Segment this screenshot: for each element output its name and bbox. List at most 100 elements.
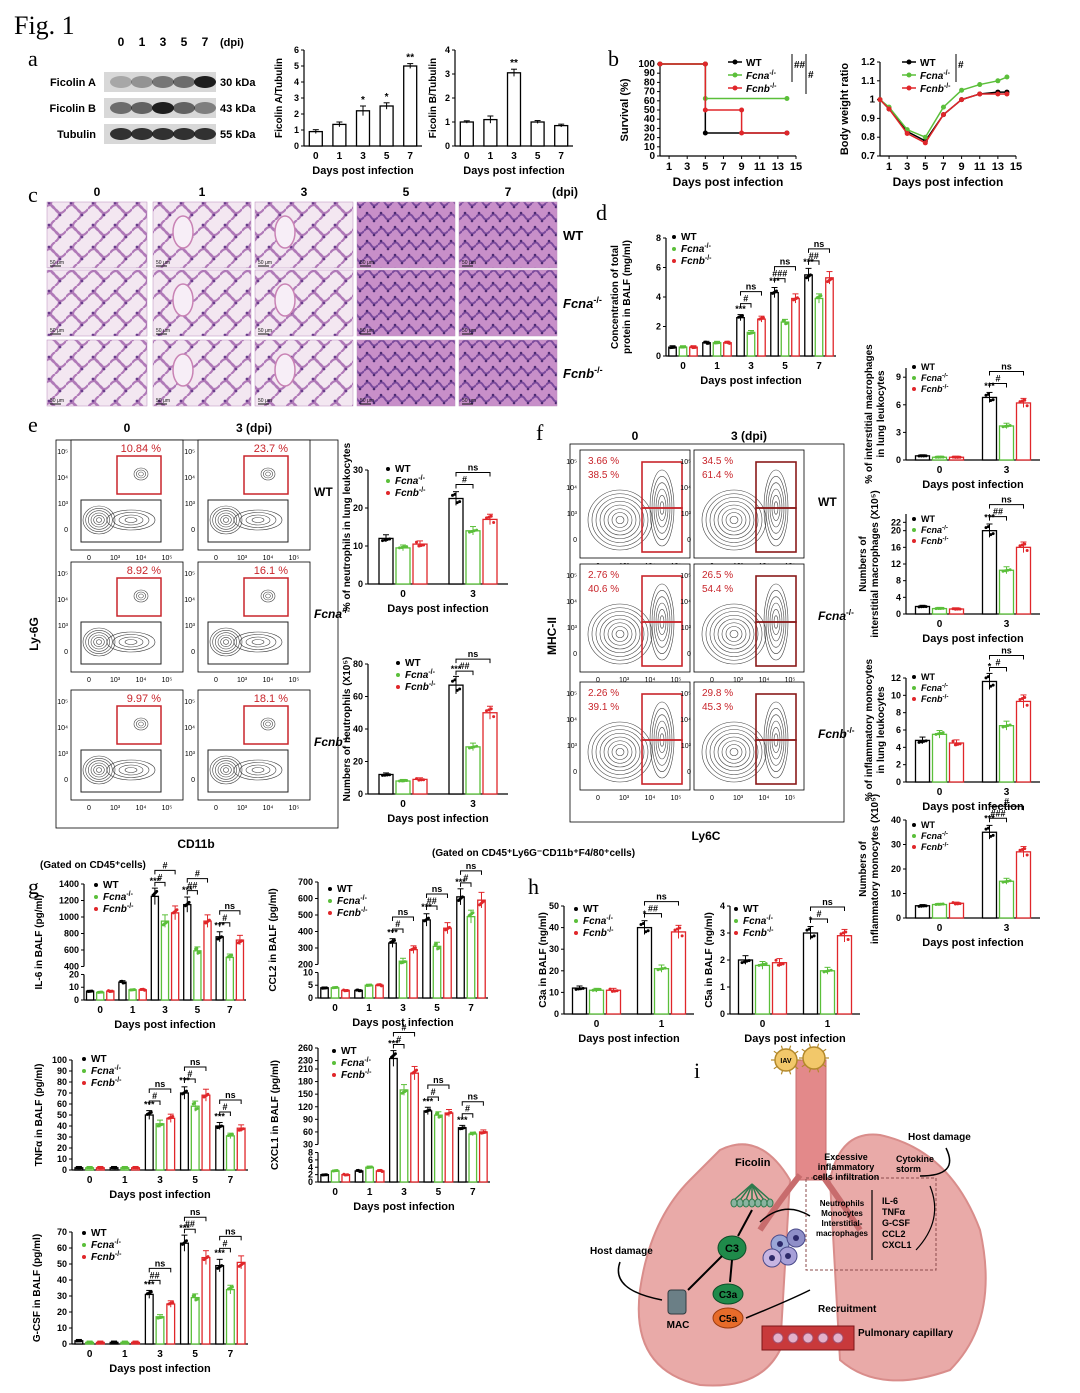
- data-point: [426, 916, 430, 920]
- legend-label: Fcnb-/-: [91, 1077, 122, 1089]
- data-point: [953, 743, 957, 747]
- data-point: [184, 1089, 188, 1093]
- y-axis-title: % of inflammatory monocytes: [864, 658, 875, 801]
- legend-marker: [332, 1049, 336, 1053]
- y-tick-label: 12: [891, 559, 901, 569]
- host-damage-right-label: Host damage: [908, 1132, 971, 1143]
- data-point: [953, 902, 957, 906]
- significance-bracket: [183, 1066, 207, 1071]
- legend-superscript: -/-: [766, 915, 773, 922]
- legend-label: WT: [341, 1046, 357, 1057]
- data-point: [991, 833, 995, 837]
- legend-superscript: -/-: [429, 681, 436, 688]
- significance-bracket: [989, 805, 1024, 811]
- c5a-label: C5a: [719, 1314, 738, 1325]
- legend-marker: [912, 539, 916, 543]
- significance-bracket: [455, 472, 491, 477]
- legend-label: WT: [743, 904, 759, 915]
- significance: **: [406, 53, 414, 64]
- data-point: [717, 341, 721, 345]
- legend-superscript: -/-: [705, 255, 712, 262]
- contour: [93, 637, 105, 647]
- y-tick-label: 10: [549, 987, 559, 997]
- legend-name: WT: [395, 464, 411, 475]
- cytokine-name: CCL2: [882, 1229, 906, 1239]
- data-point: [672, 345, 676, 349]
- data-point: [451, 493, 454, 497]
- data-point: [678, 926, 682, 930]
- series-point: [702, 107, 708, 113]
- axis-tick: 10⁴: [263, 677, 274, 684]
- y-tick-label: 0: [358, 789, 363, 799]
- bar: [403, 65, 418, 147]
- legend-name: WT: [314, 485, 333, 499]
- y-axis-title: Survival (%): [619, 78, 631, 141]
- data-point: [468, 746, 471, 750]
- row-label: Fcnb-/-: [563, 365, 603, 381]
- legend-marker: [906, 59, 912, 65]
- contour: [233, 759, 283, 781]
- axis-tick: 10⁵: [57, 699, 68, 706]
- significance-bracket: [989, 370, 1024, 376]
- legend-marker: [732, 72, 738, 78]
- significance: ##: [809, 251, 819, 261]
- row-label: Fcnb-/-: [818, 725, 855, 741]
- significance: ##: [993, 507, 1003, 517]
- significance: ##: [187, 881, 197, 891]
- data-point: [939, 731, 943, 735]
- x-axis-title: Days post infection: [922, 937, 1024, 949]
- data-point: [598, 987, 602, 991]
- column-label: 5: [403, 185, 410, 199]
- legend-label: Fcnb-/-: [337, 907, 368, 919]
- data-point: [1020, 543, 1024, 547]
- significance-bracket: [219, 1235, 242, 1241]
- legend-label: WT: [395, 464, 411, 475]
- arrow-c3-mac: [687, 1255, 723, 1291]
- axis-tick: 10⁴: [680, 599, 691, 606]
- contour: [220, 765, 232, 775]
- data-point: [747, 959, 751, 963]
- data-point: [359, 1169, 363, 1173]
- data-point: [917, 904, 921, 908]
- y-tick-label: 2: [308, 1170, 313, 1180]
- significance-bracket: [460, 870, 482, 875]
- data-point: [924, 739, 928, 743]
- significance: #: [808, 70, 814, 81]
- contour: [239, 512, 277, 528]
- y-tick-label: 70: [57, 1088, 67, 1098]
- significance-bracket: [989, 382, 1007, 388]
- axis-tick: 10⁵: [680, 459, 691, 466]
- legend-marker: [386, 479, 390, 483]
- data-point: [1023, 847, 1027, 851]
- contour: [245, 764, 271, 776]
- significance-bracket: [219, 1099, 242, 1104]
- x-axis-title: Days post infection: [387, 813, 489, 825]
- bar: [653, 967, 670, 1015]
- legend-label: Fcnb-/-: [681, 255, 712, 267]
- bar: [364, 984, 374, 999]
- contour: [82, 627, 116, 657]
- significance-bracket: [989, 654, 1024, 660]
- legend-marker: [82, 1057, 86, 1061]
- x-tick-label: 1: [714, 361, 720, 372]
- significance: ##: [794, 60, 806, 71]
- data-point: [132, 988, 136, 992]
- data-point: [413, 946, 417, 950]
- blot-band: [194, 76, 216, 88]
- cell-type-label: Interstitial-: [822, 1219, 863, 1228]
- legend-marker: [332, 1061, 336, 1065]
- data-point: [415, 540, 418, 544]
- legend-marker: [912, 365, 916, 369]
- contour: [209, 755, 243, 785]
- bar: [190, 1105, 200, 1171]
- x-tick-label: 7: [816, 361, 822, 372]
- airway: [172, 215, 194, 249]
- lane-label: 7: [202, 35, 209, 49]
- legend-label: Fcna-/-: [91, 1065, 122, 1077]
- x-tick-label: 7: [468, 1003, 474, 1014]
- data-point: [956, 742, 960, 746]
- contour: [96, 767, 102, 773]
